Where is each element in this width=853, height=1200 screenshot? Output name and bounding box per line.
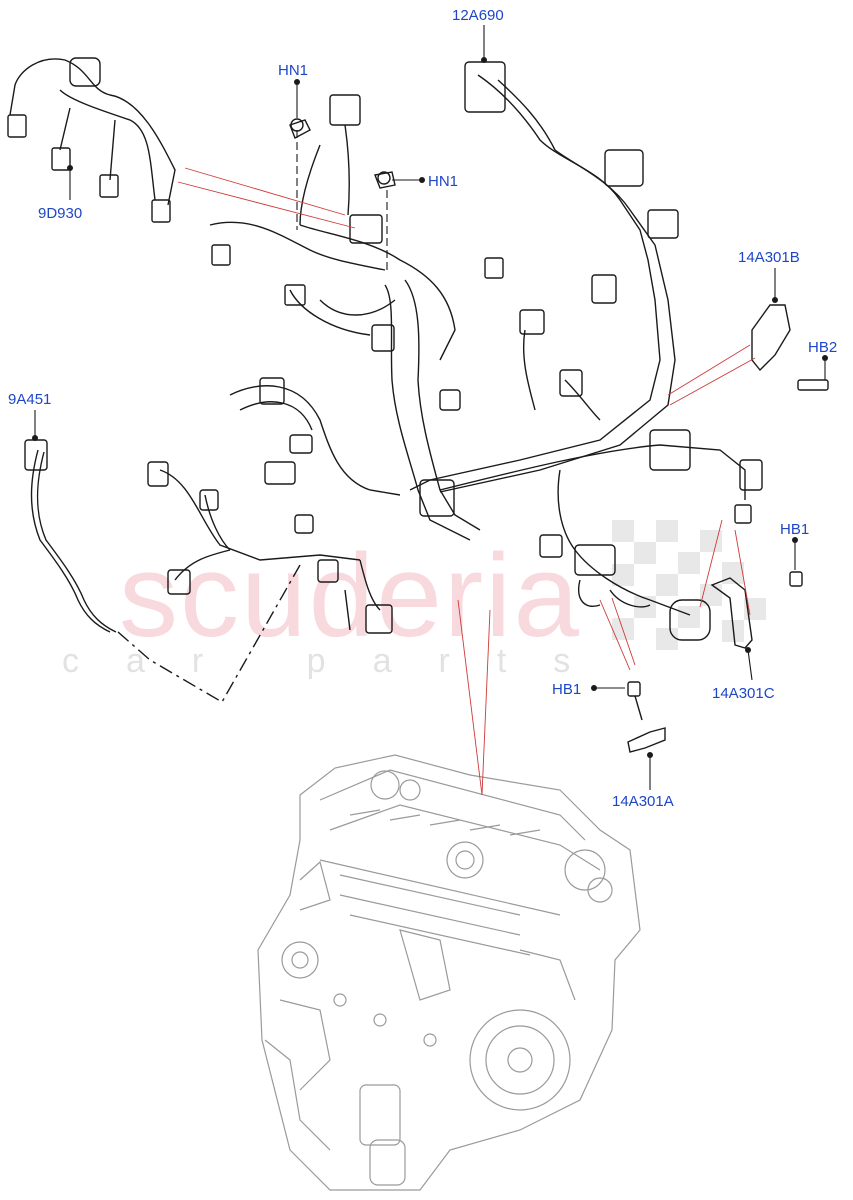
callout-label-hb1-lower: HB1 [552, 681, 581, 698]
watermark-logo: scuderia [118, 530, 581, 662]
callout-label-14a301a: 14A301A [612, 793, 674, 810]
watermark-tagline: car parts [62, 642, 618, 680]
red-leader-lines [177, 167, 756, 796]
engine-wiring-harness-illustration [7, 57, 829, 753]
callout-label-hn1-right: HN1 [428, 173, 458, 190]
callout-label-hb2: HB2 [808, 339, 837, 356]
callout-leader-lines [34, 25, 826, 790]
callout-label-14a301c: 14A301C [712, 685, 775, 702]
callout-label-9d930: 9D930 [38, 205, 82, 222]
callout-label-9a451: 9A451 [8, 391, 51, 408]
engine-block-illustration [257, 754, 641, 1191]
callout-label-12a690: 12A690 [452, 7, 504, 24]
checkered-flag-watermark [612, 520, 766, 650]
callout-label-14a301b: 14A301B [738, 249, 800, 266]
callout-label-hb1-right: HB1 [780, 521, 809, 538]
callout-label-hn1-top: HN1 [278, 62, 308, 79]
callout-dots [32, 57, 828, 758]
